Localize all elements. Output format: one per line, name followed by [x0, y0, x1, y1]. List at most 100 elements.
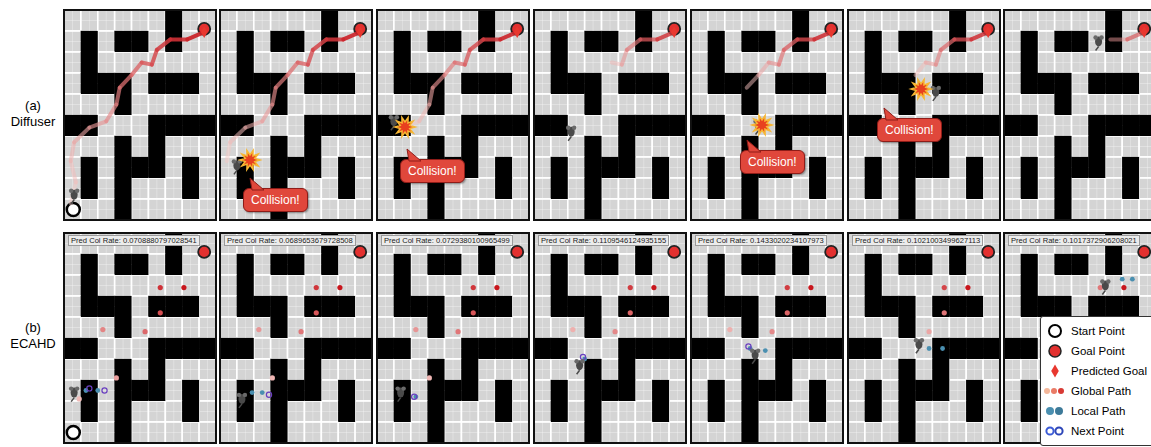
predicted-path	[313, 39, 327, 50]
maze-wall	[271, 296, 288, 317]
predicted-path	[797, 37, 814, 41]
maze-wall	[966, 178, 983, 199]
collision-rate-box: Pred Col Rate: 0.1433020234107973	[695, 235, 827, 246]
maze-wall	[652, 115, 669, 136]
maze-wall	[271, 401, 288, 422]
maze-wall	[115, 317, 132, 338]
maze-wall	[1072, 254, 1089, 275]
agent-icon	[566, 126, 576, 141]
maze-panel	[377, 10, 529, 220]
maze-wall	[865, 157, 882, 178]
maze-wall	[848, 338, 865, 359]
maze-wall	[551, 52, 568, 73]
global-path-dot	[142, 329, 147, 334]
callout-text: Collision!	[408, 164, 457, 178]
local-path-dot	[763, 348, 768, 353]
predicted-path	[288, 63, 298, 76]
maze-wall	[865, 52, 882, 73]
maze-wall	[1038, 296, 1055, 317]
maze-wall	[81, 52, 98, 73]
maze-wall	[428, 296, 445, 317]
maze-wall	[338, 380, 355, 401]
callout-tail	[250, 178, 266, 190]
rate-text: Pred Col Rate: 0.1109546124935155	[541, 236, 666, 245]
maze-cell	[64, 199, 81, 220]
maze-wall	[165, 115, 182, 136]
maze-wall	[1105, 10, 1122, 31]
predicted-path	[936, 50, 941, 65]
maze-panel	[64, 10, 216, 220]
maze-wall	[271, 136, 288, 157]
maze-wall	[725, 73, 742, 94]
maze-wall	[899, 254, 916, 275]
maze-wall	[966, 401, 983, 422]
rate-text: Pred Col Rate: 0.0689653679728508	[227, 236, 353, 245]
maze-wall	[512, 338, 529, 359]
panel-frame	[848, 10, 1000, 220]
maze-wall	[199, 338, 216, 359]
maze-wall	[1072, 157, 1089, 178]
local-path-dot	[95, 388, 100, 393]
legend-swatch	[1044, 422, 1068, 440]
predicted-goal	[828, 26, 835, 38]
maze-wall	[377, 115, 394, 136]
predicted-path	[470, 39, 484, 50]
maze-wall	[618, 359, 635, 380]
maze-wall	[478, 296, 495, 317]
maze-wall	[899, 422, 916, 443]
global-path-dot	[77, 396, 82, 401]
maze-wall	[932, 338, 949, 359]
panel-frame	[848, 233, 1000, 443]
global-path-dot	[337, 285, 342, 290]
maze-wall	[618, 380, 635, 401]
panel-frame	[220, 233, 372, 443]
panel-frame	[691, 10, 843, 220]
maze-wall	[585, 380, 602, 401]
maze-wall	[708, 31, 725, 52]
global-path-dot	[942, 310, 947, 315]
maze-wall	[445, 31, 462, 52]
next-point	[102, 388, 107, 393]
maze-panel	[377, 233, 529, 443]
global-path-dot	[494, 285, 499, 290]
predicted-path	[170, 37, 187, 41]
global-path-dot	[158, 310, 163, 315]
maze-wall	[652, 401, 669, 422]
maze-wall	[882, 296, 899, 317]
maze-wall	[81, 254, 98, 275]
predicted-path	[132, 63, 142, 76]
maze-wall	[792, 10, 809, 31]
maze-wall	[220, 115, 237, 136]
panel-frame	[377, 233, 529, 443]
maze-wall	[64, 115, 81, 136]
maze-wall	[478, 254, 495, 275]
goal-point	[668, 246, 680, 258]
local-path-dot	[250, 390, 255, 395]
maze-wall	[983, 338, 1000, 359]
maze-wall	[304, 157, 321, 178]
global-path-dot	[628, 285, 633, 290]
maze-wall	[602, 254, 619, 275]
maze-wall	[495, 338, 512, 359]
maze-wall	[865, 401, 882, 422]
agent-icon	[1093, 35, 1103, 50]
maze-wall	[428, 317, 445, 338]
maze-wall	[394, 401, 411, 422]
maze-wall	[271, 380, 288, 401]
maze-wall	[742, 296, 759, 317]
maze-wall	[775, 338, 792, 359]
global-path-dot	[769, 329, 774, 334]
maze-wall	[478, 73, 495, 94]
predicted-path	[71, 142, 74, 161]
maze-wall	[551, 296, 568, 317]
global-path-dot	[942, 285, 947, 290]
maze-wall	[338, 73, 355, 94]
maze-wall	[966, 157, 983, 178]
maze-wall	[428, 422, 445, 443]
maze-wall	[81, 157, 98, 178]
maze-panel	[534, 10, 686, 220]
maze-panel	[220, 10, 372, 220]
global-path-dot	[298, 329, 303, 334]
maze-wall	[132, 380, 149, 401]
